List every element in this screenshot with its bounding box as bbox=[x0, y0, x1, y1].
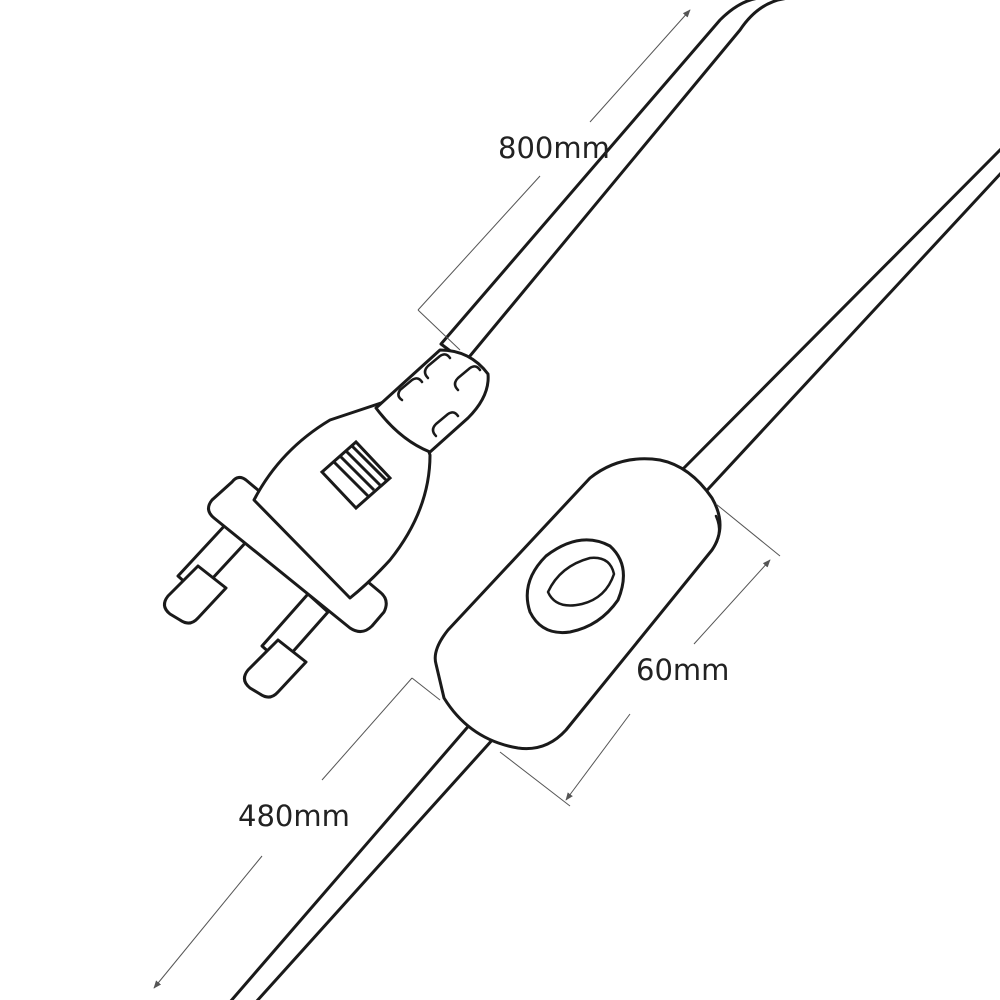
dimension-800mm bbox=[417, 9, 691, 351]
plug-grip-slot-4 bbox=[453, 365, 482, 392]
plug-flange bbox=[207, 475, 388, 633]
plug-prong-lower bbox=[243, 592, 330, 699]
plug-body bbox=[252, 398, 432, 600]
plug-vent-grille bbox=[319, 439, 393, 511]
upper-power-cord bbox=[439, 0, 787, 364]
dimension-label-480mm: 480mm bbox=[238, 799, 350, 833]
dimension-480mm bbox=[153, 677, 441, 989]
plug-grip-slot-2 bbox=[423, 353, 452, 380]
switch-upper-cord bbox=[670, 147, 1000, 502]
switch-rocker-ridge bbox=[546, 556, 616, 607]
plug-grip-slot-1 bbox=[397, 377, 424, 402]
dimension-label-800mm: 800mm bbox=[498, 131, 610, 165]
switch-housing-edge bbox=[710, 514, 721, 552]
plug-grip-slot-3 bbox=[431, 411, 460, 438]
switch-rocker-button bbox=[525, 538, 625, 635]
dimension-60mm bbox=[499, 503, 781, 807]
switch-lower-cord bbox=[229, 720, 496, 1000]
dimension-label-60mm: 60mm bbox=[636, 653, 729, 687]
